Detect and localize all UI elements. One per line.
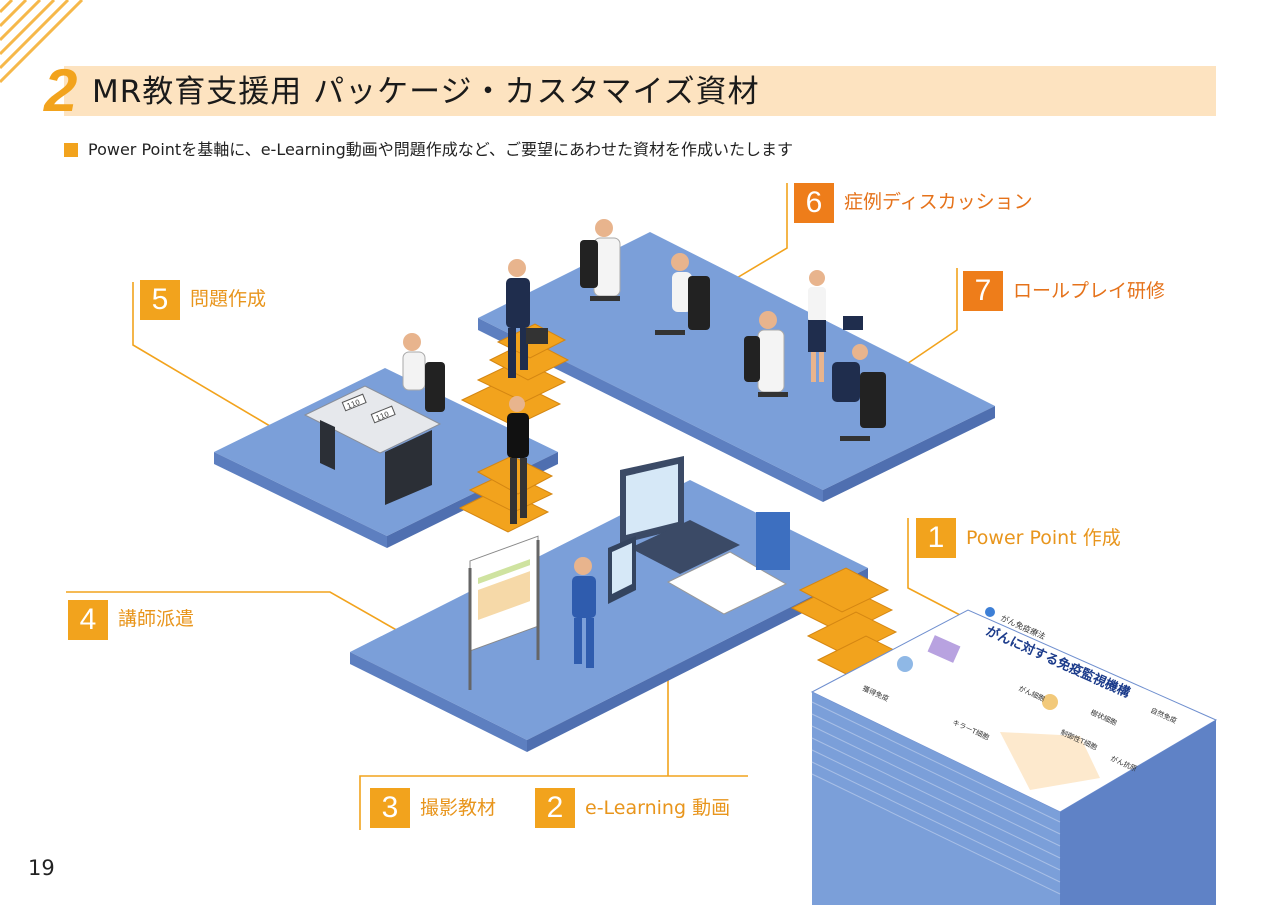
people [402,219,886,668]
label-7-number: 7 [963,271,1003,311]
label-6-text: 症例ディスカッション [844,191,1033,213]
subtitle-bullet [64,143,78,157]
label-1-number: 1 [916,518,956,558]
slide-stack: がん免疫療法 がんに対する免疫監視機構 がん細胞 樹状細胞 自然免疫 獲得免疫 … [810,607,1218,905]
label-2-text: e-Learning 動画 [585,797,731,819]
presentation-board [468,535,540,690]
chairs [590,296,870,441]
label-3-text: 撮影教材 [420,797,497,819]
label-7-text: ロールプレイ研修 [1013,280,1166,302]
subtitle: Power Pointを基軸に、e-Learning動画や問題作成など、ご要望に… [88,140,793,159]
label-2-number: 2 [535,788,575,828]
page-title: MR教育支援用 パッケージ・カスタマイズ資材 [92,74,760,110]
label-6-number: 6 [794,183,834,223]
label-4-text: 講師派遣 [118,608,195,630]
title-band [64,66,1216,116]
desk: 110 110 [303,385,442,505]
devices [608,456,790,615]
label-3-number: 3 [370,788,410,828]
page-number: 19 [28,856,55,880]
section-number: 2 [44,57,78,124]
corner-stripes-decoration [0,0,84,84]
label-1-text: Power Point 作成 [966,527,1121,549]
label-4-number: 4 [68,600,108,640]
label-5-text: 問題作成 [190,288,267,310]
label-5-number: 5 [140,280,180,320]
